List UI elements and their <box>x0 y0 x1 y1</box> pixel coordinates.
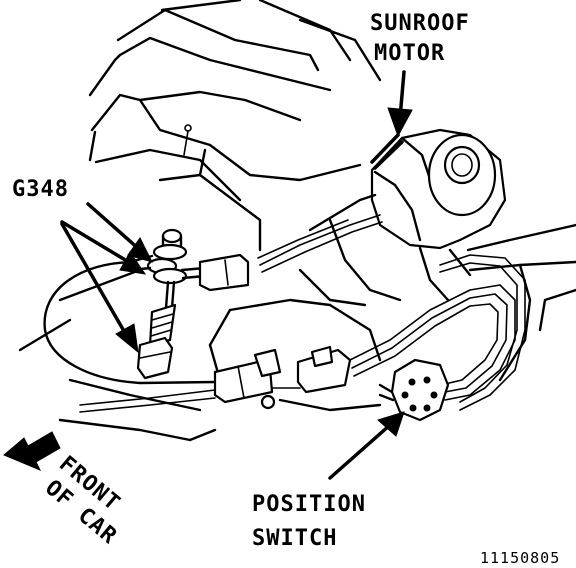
ground-g348-assembly <box>128 228 250 380</box>
position-switch <box>378 358 450 422</box>
switch-label-line2: SWITCH <box>252 526 337 551</box>
switch-label-line1: POSITION <box>252 492 366 517</box>
ground-label: G348 <box>12 177 69 202</box>
front-of-car-indicator: FRONT OF CAR <box>3 431 125 550</box>
arrow-left-icon <box>3 431 61 471</box>
motor-label-line1: SUNROOF <box>370 11 470 36</box>
sunroof-motor <box>298 128 507 307</box>
ground-callout-arrows <box>60 202 153 354</box>
motor-label-line2: MOTOR <box>374 41 445 66</box>
switch-callout-arrow <box>328 411 405 480</box>
harness-connectors <box>213 345 352 410</box>
callout-arrows <box>60 70 413 480</box>
figure-number: 11150805 <box>480 549 560 567</box>
wiring-harness <box>43 214 526 413</box>
motor-callout-arrow <box>387 70 413 138</box>
